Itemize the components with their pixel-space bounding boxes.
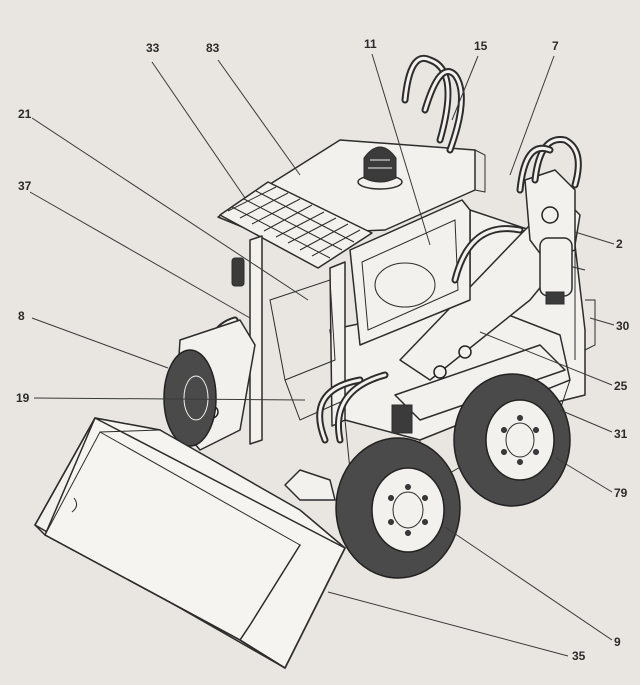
callout-30: 30 xyxy=(616,319,630,333)
rear-right-wheel xyxy=(453,373,571,507)
leader-lines xyxy=(29,53,615,657)
callout-8: 8 xyxy=(18,309,25,323)
callout-7: 7 xyxy=(552,39,559,53)
callout-11: 11 xyxy=(364,37,377,51)
callout-35: 35 xyxy=(572,649,586,663)
callout-83: 83 xyxy=(206,41,220,55)
callout-19: 19 xyxy=(16,391,30,405)
callout-15: 15 xyxy=(474,39,488,53)
hydraulic-cylinder xyxy=(539,237,573,297)
front-right-wheel xyxy=(335,437,461,579)
front-left-wheel xyxy=(163,349,217,447)
grille-mesh xyxy=(227,186,361,259)
callout-31: 31 xyxy=(614,427,628,441)
callout-33: 33 xyxy=(146,41,160,55)
callout-labels: 33 83 11 15 7 21 37 2 8 30 25 19 31 79 9… xyxy=(16,37,630,663)
roof-grille xyxy=(219,181,373,269)
callout-2: 2 xyxy=(616,237,623,251)
loader-illustration xyxy=(34,55,596,669)
cab-door-frame xyxy=(349,199,471,346)
callout-21: 21 xyxy=(18,107,32,121)
callout-9: 9 xyxy=(614,635,621,649)
beacon-light xyxy=(357,146,403,190)
loader-bucket xyxy=(34,417,346,669)
callout-79: 79 xyxy=(614,486,628,500)
callout-37: 37 xyxy=(18,179,32,193)
callout-25: 25 xyxy=(614,379,628,393)
